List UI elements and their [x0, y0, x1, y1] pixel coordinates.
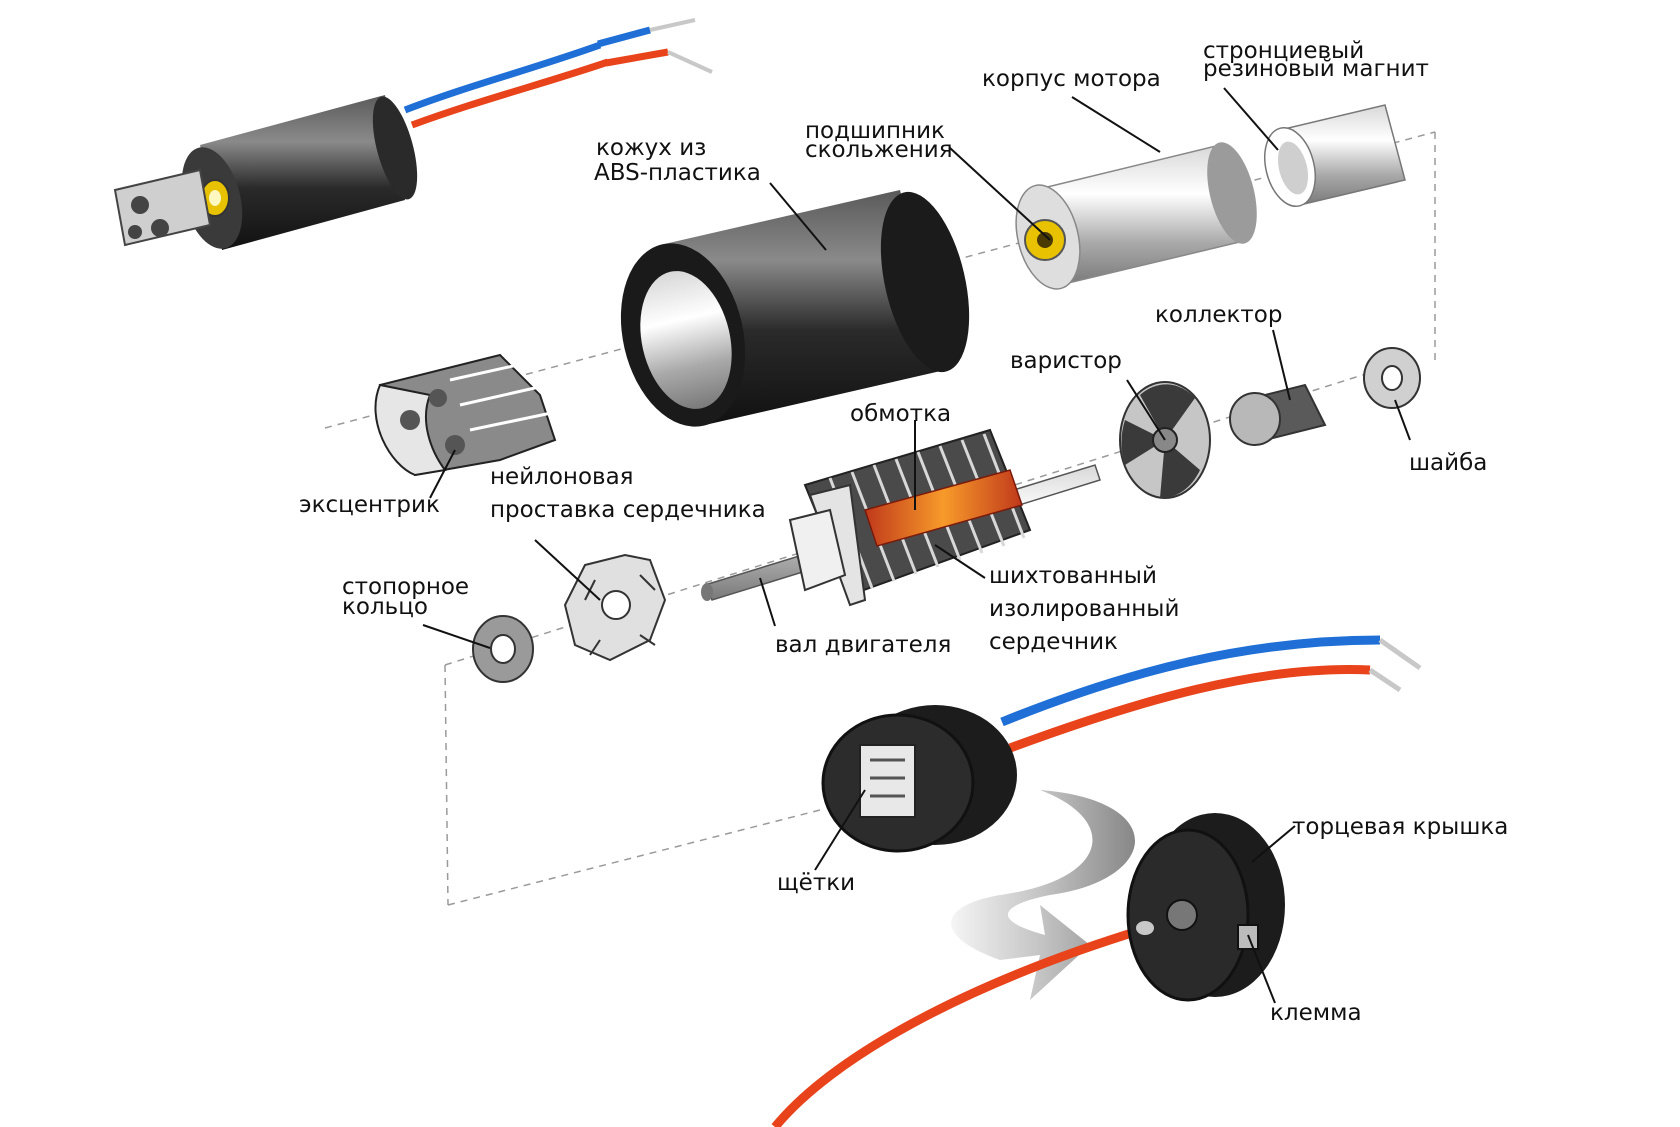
- label-bearing-line2: скольжения: [805, 137, 953, 163]
- label-washer: шайба: [1409, 450, 1488, 476]
- motor-can: [1015, 142, 1257, 290]
- label-shaft: вал двигателя: [775, 632, 952, 658]
- label-abs-line2: ABS-пластика: [594, 160, 761, 186]
- nylon-core-spacer: [563, 553, 667, 662]
- label-end-cap: торцевая крышка: [1292, 814, 1509, 840]
- label-nylon-line1: нейлоновая: [490, 464, 634, 490]
- label-brushes: щётки: [777, 870, 856, 896]
- rotation-arrow: [951, 790, 1135, 1000]
- brush-assembly: [821, 635, 1422, 853]
- eccentric-weight: [374, 353, 557, 477]
- label-core-line3: сердечник: [989, 629, 1118, 655]
- commutator: [1229, 383, 1327, 446]
- label-magnet-line2: резиновый магнит: [1203, 56, 1429, 82]
- abs-plastic-sleeve: [620, 190, 970, 427]
- label-core-line2: изолированный: [989, 596, 1180, 622]
- label-abs-line1: кожух из: [596, 135, 707, 161]
- label-eccentric: эксцентрик: [299, 492, 440, 518]
- varistor-disc: [1119, 381, 1211, 499]
- label-winding: обмотка: [850, 401, 952, 427]
- end-cap: [771, 813, 1285, 1127]
- label-core-line1: шихтованный: [989, 563, 1157, 589]
- label-retaining-line1: стопорное: [342, 574, 470, 600]
- leader-lines: [422, 87, 1411, 1004]
- label-terminal: клемма: [1270, 1000, 1362, 1026]
- rotor-core: [788, 428, 1032, 607]
- label-magnet-line1: стронциевый: [1203, 38, 1365, 64]
- label-commutator: коллектор: [1155, 302, 1283, 328]
- strontium-magnet: [1264, 104, 1406, 207]
- retaining-ring: [472, 615, 534, 683]
- label-motor-housing: корпус мотора: [982, 66, 1161, 92]
- label-varistor: варистор: [1010, 348, 1122, 374]
- label-retaining-line2: кольцо: [342, 594, 428, 620]
- washer: [1363, 347, 1421, 409]
- assembled-motor: [113, 18, 713, 250]
- label-nylon-line2: проставка сердечника: [490, 497, 766, 523]
- label-bearing-line1: подшипник: [805, 118, 945, 144]
